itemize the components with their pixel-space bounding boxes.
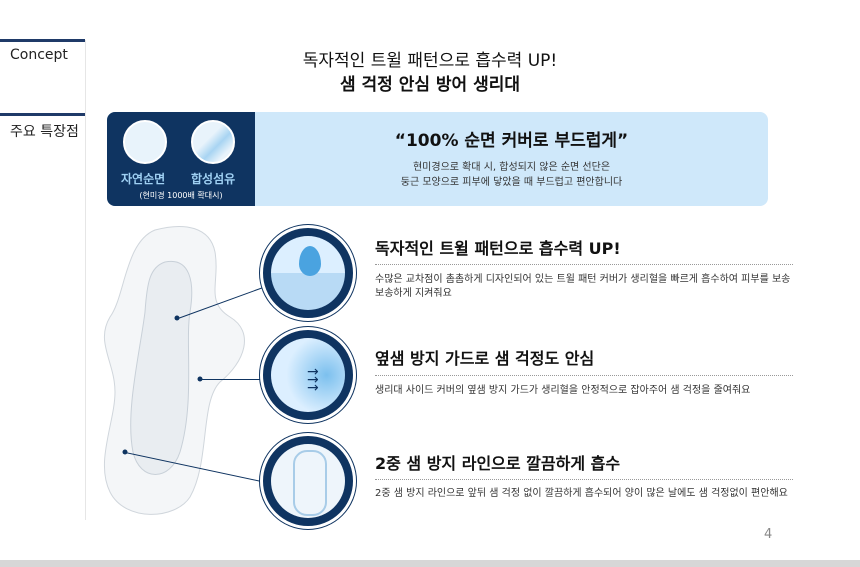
feature-description: 생리대 사이드 커버의 옆샘 방지 가드가 생리혈을 안정적으로 잡아주어 샘 … — [375, 385, 751, 396]
side-leak-guard-icon: →→→ — [260, 327, 356, 423]
section-label-concept: Concept — [10, 47, 68, 63]
page-title-line2: 샘 걱정 안심 방어 생리대 — [339, 75, 521, 95]
feature-title: 옆샘 방지 가드로 샘 걱정도 안심 — [375, 349, 595, 368]
leader-line — [200, 379, 265, 380]
banner-headline: “100% 순면 커버로 부드럽게” — [394, 131, 629, 151]
twill-pattern-icon — [260, 225, 356, 321]
synthetic-fiber-icon — [191, 120, 235, 164]
feature-title: 2중 샘 방지 라인으로 깔끔하게 흡수 — [375, 454, 621, 473]
double-leak-line-icon — [260, 433, 356, 529]
dotted-divider — [375, 479, 793, 480]
cotton-cover-banner: 자연순면 합성섬유 (현미경 1000배 확대시) “100% 순면 커버로 부… — [107, 112, 768, 206]
section-divider — [0, 39, 85, 42]
feature-description: 2중 샘 방지 라인으로 앞뒤 샘 걱정 없이 깔끔하게 흡수되어 양이 많은 … — [375, 488, 788, 499]
sanitary-pad-illustration — [103, 225, 245, 515]
synthetic-fiber-label: 합성섬유 — [191, 172, 236, 186]
banner-desc-line2: 둥근 모양으로 피부에 닿았을 때 부드럽고 편안합니다 — [400, 177, 623, 188]
feature-description: 수많은 교차점이 촘촘하게 디자인되어 있는 트윌 패턴 커버가 생리혈을 빠르… — [375, 274, 791, 299]
microscope-panel: 자연순면 합성섬유 (현미경 1000배 확대시) — [107, 112, 255, 206]
banner-desc-line1: 현미경으로 확대 시, 합성되지 않은 순면 선단은 — [412, 162, 611, 173]
dotted-divider — [375, 264, 793, 265]
natural-cotton-label: 자연순면 — [121, 172, 166, 186]
natural-cotton-fiber-icon — [123, 120, 167, 164]
section-divider — [0, 113, 85, 116]
bottom-bar — [0, 560, 860, 567]
page-number: 4 — [764, 527, 773, 542]
vertical-divider — [85, 40, 86, 520]
page-title-line1: 독자적인 트윌 패턴으로 흡수력 UP! — [302, 51, 558, 71]
feature-title: 독자적인 트윌 패턴으로 흡수력 UP! — [375, 239, 621, 258]
section-label-features: 주요 특장점 — [10, 124, 79, 140]
dotted-divider — [375, 375, 793, 376]
magnification-note: (현미경 1000배 확대시) — [139, 191, 223, 200]
